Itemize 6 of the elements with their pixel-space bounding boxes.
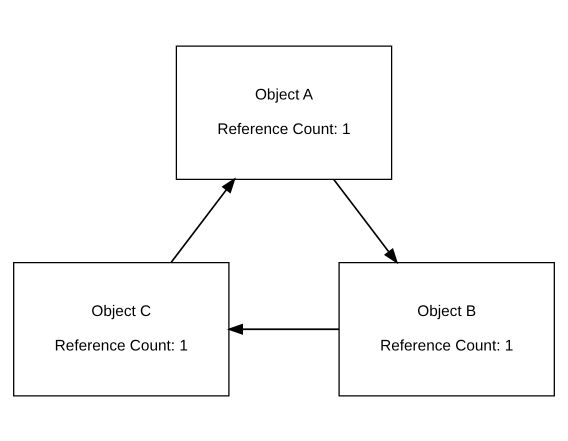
arrow xyxy=(333,178,398,264)
arrow xyxy=(170,176,236,262)
node-box: Object A Reference Count: 1 xyxy=(176,44,392,180)
node-box: Object B Reference Count: 1 xyxy=(338,262,555,396)
arrow xyxy=(226,323,339,334)
node-box: Object C Reference Count: 1 xyxy=(13,262,230,396)
